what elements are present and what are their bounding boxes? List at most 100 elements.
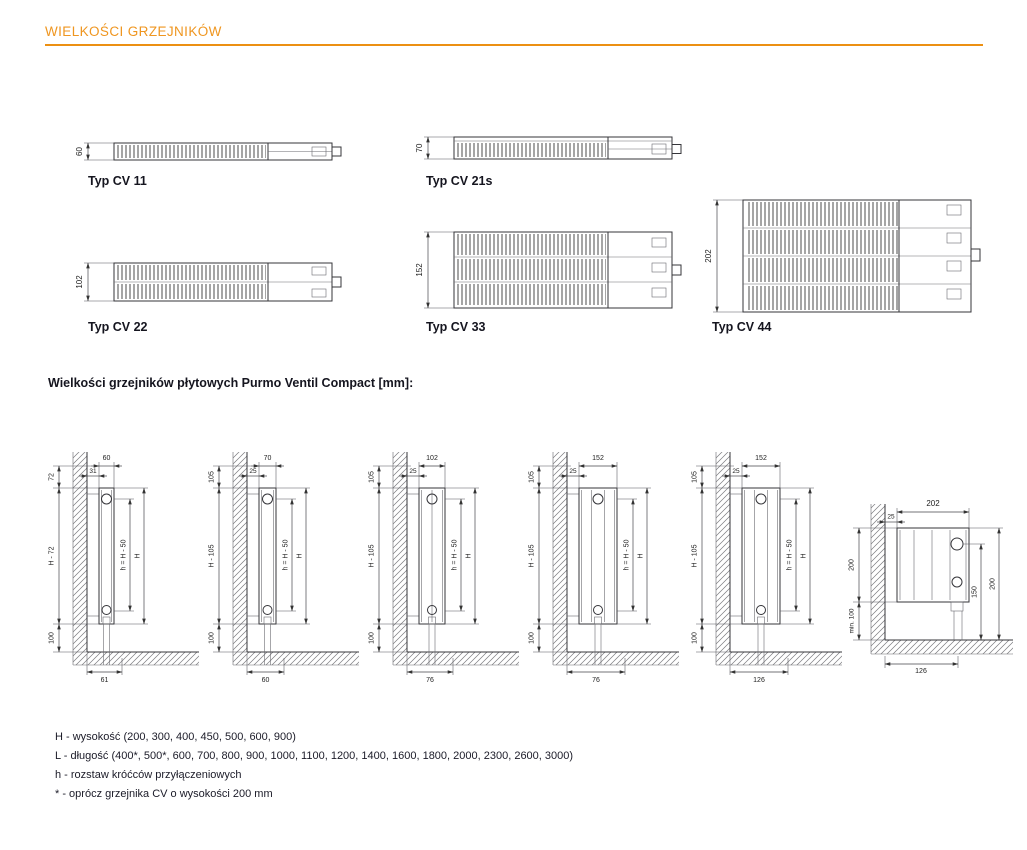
corner-detail-diagram: 202 25 200 min. 100 126 150 200 (849, 499, 1013, 675)
legend-line-connection-spacing: h - rozstaw króćców przyłączeniowych (55, 769, 242, 781)
air-vent (426, 493, 438, 505)
cv22-depth-dim-label: 102 (75, 275, 84, 289)
convector-fins (117, 265, 266, 280)
convector-fins (117, 284, 266, 299)
wall-and-floor (715, 452, 842, 666)
cv44-depth-dim-label: 202 (704, 249, 713, 263)
convector-fins (457, 259, 606, 280)
air-vent (262, 493, 273, 505)
valve (427, 605, 437, 615)
dimension-lines: 202 (704, 199, 743, 313)
connection-dim-label: h = H - 50 (452, 539, 459, 570)
convector-fins (746, 230, 898, 254)
dimension-lines: 102 25 105 H - 105 100 h = H - 50 H 76 (369, 455, 479, 684)
convector-fins (746, 286, 898, 310)
connection-dim-label: h = H - 50 (787, 539, 794, 570)
cv11-depth-dim-label: 60 (75, 147, 84, 156)
outer-height-dim-label: 200 (990, 578, 997, 590)
dimension-lines: 152 25 105 H - 105 100 h = H - 50 H 126 (692, 455, 814, 684)
cv21s-caption: Typ CV 21s (426, 174, 493, 188)
cv33-caption: Typ CV 33 (426, 320, 486, 334)
legend-line-length: L - długość (400*, 500*, 600, 700, 800, … (55, 750, 574, 762)
dimension-lines: 152 25 105 H - 105 100 h = H - 50 H 76 (529, 455, 651, 684)
end-tab (671, 144, 682, 154)
wall-gap-dim-label: 25 (249, 468, 257, 475)
convector-fins (457, 234, 606, 255)
air-vent (755, 493, 767, 505)
wall-and-floor (72, 452, 199, 666)
wall-gap-dim-label: 31 (89, 468, 97, 475)
radiator-section (113, 142, 342, 161)
cv33-depth-dim-label: 152 (415, 263, 424, 277)
side-diagram-4: 152 25 105 H - 105 100 h = H - 50 H 76 (529, 452, 679, 684)
depth-dim-label: 60 (103, 455, 111, 462)
bottom-dim-label: 61 (101, 677, 109, 684)
floor-hatch (247, 652, 359, 665)
cv22-caption: Typ CV 22 (88, 320, 148, 334)
height-dim-label: H (801, 553, 808, 558)
radiator-section (113, 262, 342, 302)
cv21s-depth-dim-label: 70 (415, 143, 424, 152)
body-dim-label: H - 72 (49, 546, 56, 565)
page-title: WIELKOŚCI GRZEJNIKÓW (45, 24, 222, 39)
dimension-lines: 70 25 105 H - 105 100 h = H - 50 H 60 (209, 455, 310, 684)
wall-gap-dim-label: 25 (732, 468, 740, 475)
legend-line-height: H - wysokość (200, 300, 400, 450, 500, 6… (55, 731, 296, 743)
depth-dim-label: 70 (264, 455, 272, 462)
air-vent (592, 493, 604, 505)
radiator-profile (730, 487, 781, 665)
connection-dim-label: h = H - 50 (283, 539, 290, 570)
bottom-dim-label: 60 (262, 677, 270, 684)
depth-dim-label: 152 (755, 455, 767, 462)
body-dim-label: H - 105 (369, 544, 376, 567)
cv22-cross-section-drawing: 102 (75, 262, 342, 302)
radiator-profile (247, 487, 277, 665)
connection-dim-label: h = H - 50 (624, 539, 631, 570)
wall-hatch (716, 452, 730, 665)
height-dim-label: 200 (849, 559, 856, 571)
top-margin-dim-label: 105 (692, 471, 699, 483)
radiator-profile (896, 527, 970, 640)
side-diagram-3: 102 25 105 H - 105 100 h = H - 50 H 76 (369, 452, 519, 684)
top-margin-dim-label: 105 (529, 471, 536, 483)
bottom-dim-label: 126 (753, 677, 765, 684)
radiator-body (741, 487, 781, 625)
wall-and-floor (870, 504, 1013, 655)
radiator-body (896, 527, 970, 603)
end-tab (331, 146, 342, 157)
radiator-section (453, 231, 682, 309)
top-margin-dim-label: 105 (209, 471, 216, 483)
wall-gap-dim-label: 25 (409, 468, 417, 475)
radiator-profile (87, 487, 115, 665)
top-margin-dim-label: 72 (49, 473, 56, 481)
floor-gap-dim-label: min. 100 (849, 608, 856, 633)
dimension-lines: 202 25 200 min. 100 126 150 200 (849, 499, 1003, 675)
height-dim-label: H (638, 553, 645, 558)
wall-gap-dim-label: 25 (887, 514, 895, 521)
top-margin-dim-label: 105 (369, 471, 376, 483)
wall-and-floor (232, 452, 359, 666)
cv44-cross-section-drawing: 202 (704, 199, 981, 313)
cv11-cross-section-drawing: 60 (75, 142, 342, 161)
valve (756, 605, 766, 615)
end-tab (671, 264, 682, 276)
mid-height-dim-label: 150 (972, 586, 979, 598)
side-diagram-5: 152 25 105 H - 105 100 h = H - 50 H 126 (692, 452, 842, 684)
depth-dim-label: 202 (926, 499, 940, 508)
depth-dim-label: 102 (426, 455, 438, 462)
wall-hatch (393, 452, 407, 665)
floor-hatch (730, 652, 842, 665)
cv44-caption: Typ CV 44 (712, 320, 772, 334)
dimension-lines: 60 (75, 142, 114, 161)
radiator-section (453, 136, 682, 160)
wall-hatch (553, 452, 567, 665)
wall-hatch (73, 452, 87, 665)
connection-dim-label: h = H - 50 (121, 539, 128, 570)
wall-gap-dim-label: 25 (569, 468, 577, 475)
cv33-cross-section-drawing: 152 (415, 231, 682, 309)
floor-gap-dim-label: 100 (692, 632, 699, 644)
bottom-dim-label: 76 (592, 677, 600, 684)
cv11-caption: Typ CV 11 (88, 174, 147, 188)
floor-gap-dim-label: 100 (49, 632, 56, 644)
